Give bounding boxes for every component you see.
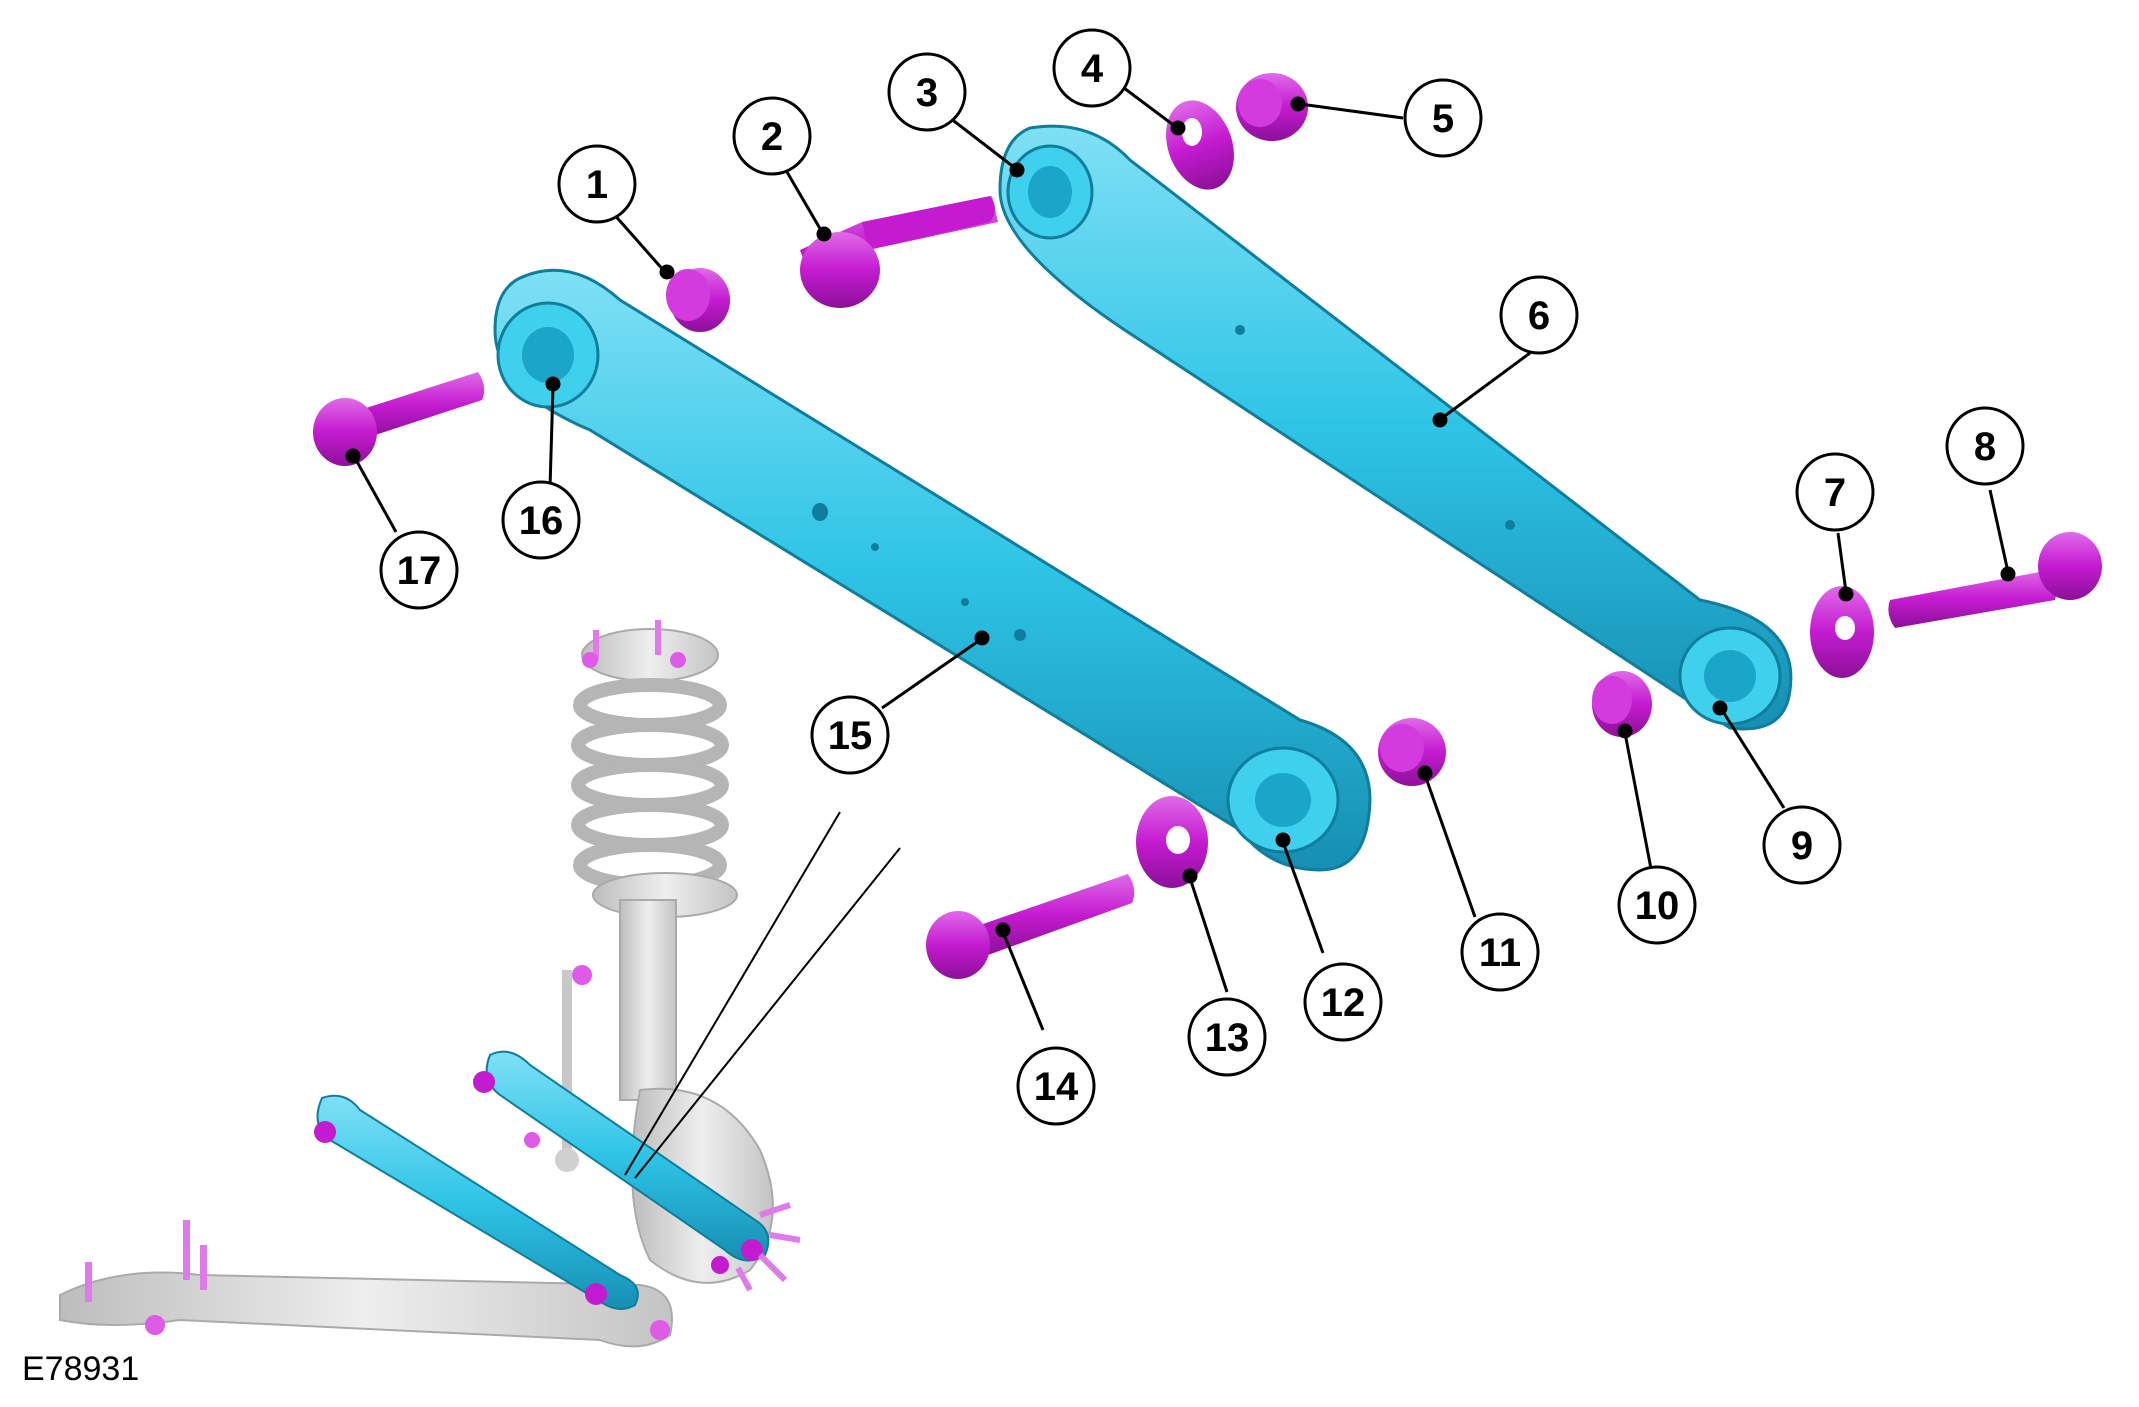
callout-16: 16 [519,499,564,543]
bolt-8-icon [1888,532,2102,628]
callout-15: 15 [828,714,873,758]
callout-11: 11 [1479,931,1521,975]
callout-4: 4 [1081,47,1104,91]
callout-labels: 1 2 3 4 5 6 7 8 9 10 11 12 13 14 15 16 1… [397,47,1996,1109]
bushing-10-icon [1592,671,1652,737]
bolt-14-icon [926,874,1135,979]
callout-8: 8 [1974,425,1996,469]
callout-12: 12 [1321,981,1366,1025]
lower-control-arm [493,268,1372,872]
leader-lines [345,83,2016,1031]
washer-4-icon [1166,100,1234,190]
callout-1: 1 [586,163,608,207]
suspension-assembly-view [59,620,901,1348]
bolt-2-icon [800,196,998,308]
callout-2: 2 [761,115,783,159]
bolt-17-icon [313,372,485,466]
callout-3: 3 [916,71,938,115]
fasteners [313,73,2102,979]
callout-17: 17 [397,549,442,593]
callout-13: 13 [1205,1016,1250,1060]
callout-10: 10 [1635,884,1680,928]
upper-control-arm [998,124,1793,731]
callout-14: 14 [1034,1065,1079,1109]
washer-13-icon [1136,796,1208,888]
figure-id: E78931 [22,1350,140,1388]
callouts [379,28,2025,1126]
bushing-5-icon [1236,73,1308,141]
callout-7: 7 [1824,471,1846,515]
callout-6: 6 [1528,294,1550,338]
washer-7-icon [1810,586,1874,678]
callout-9: 9 [1791,824,1813,868]
callout-5: 5 [1432,97,1454,141]
bushing-11-icon [1378,718,1446,786]
bushing-1-icon [666,268,730,332]
